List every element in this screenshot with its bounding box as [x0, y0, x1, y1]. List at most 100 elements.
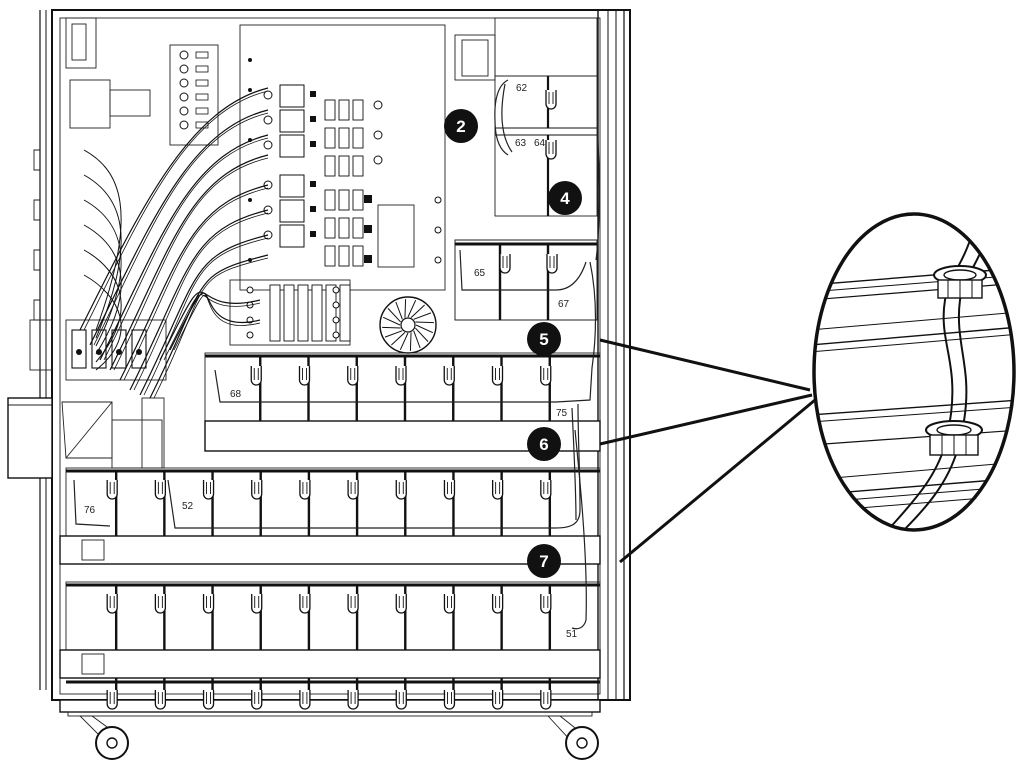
- fan-blade: [415, 327, 429, 342]
- board-lug: [434, 256, 442, 264]
- battery-terminal-connector: [443, 480, 456, 500]
- terminal-screw: [332, 331, 340, 339]
- callout-2-label: 2: [456, 117, 465, 136]
- battery-terminal-connector: [106, 480, 118, 500]
- harness-wire: [113, 157, 269, 371]
- battery-terminal-connector: [154, 594, 167, 614]
- battery-terminal-connector: [251, 594, 263, 614]
- battery-terminal-connector: [491, 480, 504, 500]
- board-lug: [434, 196, 442, 204]
- callout-6: 6: [527, 427, 561, 461]
- callout-6-label: 6: [539, 435, 548, 454]
- relay-block: [279, 174, 305, 198]
- battery-terminal-connector: [299, 480, 311, 500]
- battery-terminal-connector: [347, 690, 359, 710]
- battery-terminal-connector: [202, 480, 215, 500]
- harness-wire: [149, 254, 269, 399]
- battery-terminal-connector: [545, 90, 557, 110]
- board-screw: [248, 58, 252, 62]
- board-component: [338, 245, 350, 267]
- board-component: [352, 155, 364, 177]
- terminal-block: [339, 284, 351, 342]
- terminal-screw: [179, 50, 189, 60]
- battery-terminal-connector: [395, 690, 407, 710]
- terminal-lug: [195, 65, 209, 73]
- battery-terminal-connector: [395, 366, 407, 386]
- callout-5: 5: [527, 322, 561, 356]
- cable-label-76: 76: [84, 505, 96, 516]
- relay-block: [279, 224, 305, 248]
- board-component: [324, 99, 336, 121]
- fan-blade: [382, 316, 401, 326]
- fan-blade: [415, 324, 434, 334]
- battery-terminal-connector: [491, 366, 504, 386]
- harness-wire: [133, 212, 269, 391]
- cable-label-67: 67: [558, 299, 570, 310]
- harness-wire: [123, 187, 269, 381]
- board-chip: [310, 181, 316, 187]
- harness-wire: [119, 184, 269, 381]
- caster-right: [546, 715, 599, 760]
- battery-terminal-connector: [443, 366, 455, 386]
- callout-7: 7: [527, 544, 561, 578]
- board-chip: [310, 91, 316, 97]
- board-component: [324, 189, 336, 211]
- cable-label-63: 63: [515, 138, 527, 149]
- board-component: [352, 127, 364, 149]
- board-lug: [373, 155, 383, 165]
- callout-5-label: 5: [539, 330, 548, 349]
- battery-terminal-connector: [499, 254, 511, 274]
- terminal-screw: [179, 92, 189, 102]
- terminal-block: [283, 284, 295, 342]
- breaker-screw: [136, 349, 142, 355]
- cable-label-75: 75: [556, 408, 568, 419]
- terminal-block: [325, 284, 337, 342]
- board-lug: [263, 140, 273, 150]
- callout-4: 4: [548, 181, 582, 215]
- harness-wire: [83, 199, 122, 347]
- battery-terminal-connector: [540, 690, 552, 710]
- board-lug: [373, 100, 383, 110]
- harness-wire: [93, 112, 269, 346]
- breaker-screw: [76, 349, 82, 355]
- battery-terminal-connector: [106, 690, 118, 710]
- battery-terminal-connector: [395, 594, 407, 614]
- battery-terminal-connector: [395, 480, 407, 500]
- fan-blade: [399, 332, 409, 351]
- battery-terminal-connector: [347, 480, 359, 500]
- relay-block: [279, 199, 305, 223]
- terminal-block: [297, 284, 309, 342]
- battery-terminal-connector: [546, 254, 558, 274]
- fan-blade: [391, 332, 406, 346]
- board-screw: [248, 88, 252, 92]
- board-component: [352, 99, 364, 121]
- board-lug: [434, 226, 442, 234]
- relay-block: [279, 134, 305, 158]
- board-component: [338, 189, 350, 211]
- harness-wire: [153, 257, 269, 399]
- fan-blade: [404, 299, 407, 318]
- terminal-screw: [332, 301, 340, 309]
- harness-wire: [83, 224, 122, 355]
- harness-wire: [83, 149, 122, 331]
- board-chip: [364, 255, 372, 263]
- battery-terminal-connector: [347, 366, 359, 386]
- callouts: 2 4 5 6 7: [444, 109, 582, 578]
- terminal-screw: [179, 78, 189, 88]
- terminal-block: [269, 284, 281, 342]
- relay-block: [279, 84, 305, 108]
- terminal-screw: [179, 64, 189, 74]
- battery-terminal-connector: [106, 594, 118, 614]
- callout-4-label: 4: [560, 189, 570, 208]
- board-component: [338, 99, 350, 121]
- battery-tray-top: [495, 76, 597, 216]
- fan-blade: [382, 326, 401, 329]
- fan-blade: [407, 299, 417, 318]
- board-chip: [310, 141, 316, 147]
- board-chip: [364, 225, 372, 233]
- terminal-screw: [179, 106, 189, 116]
- relay-block: [279, 109, 305, 133]
- harness-wire: [83, 90, 269, 331]
